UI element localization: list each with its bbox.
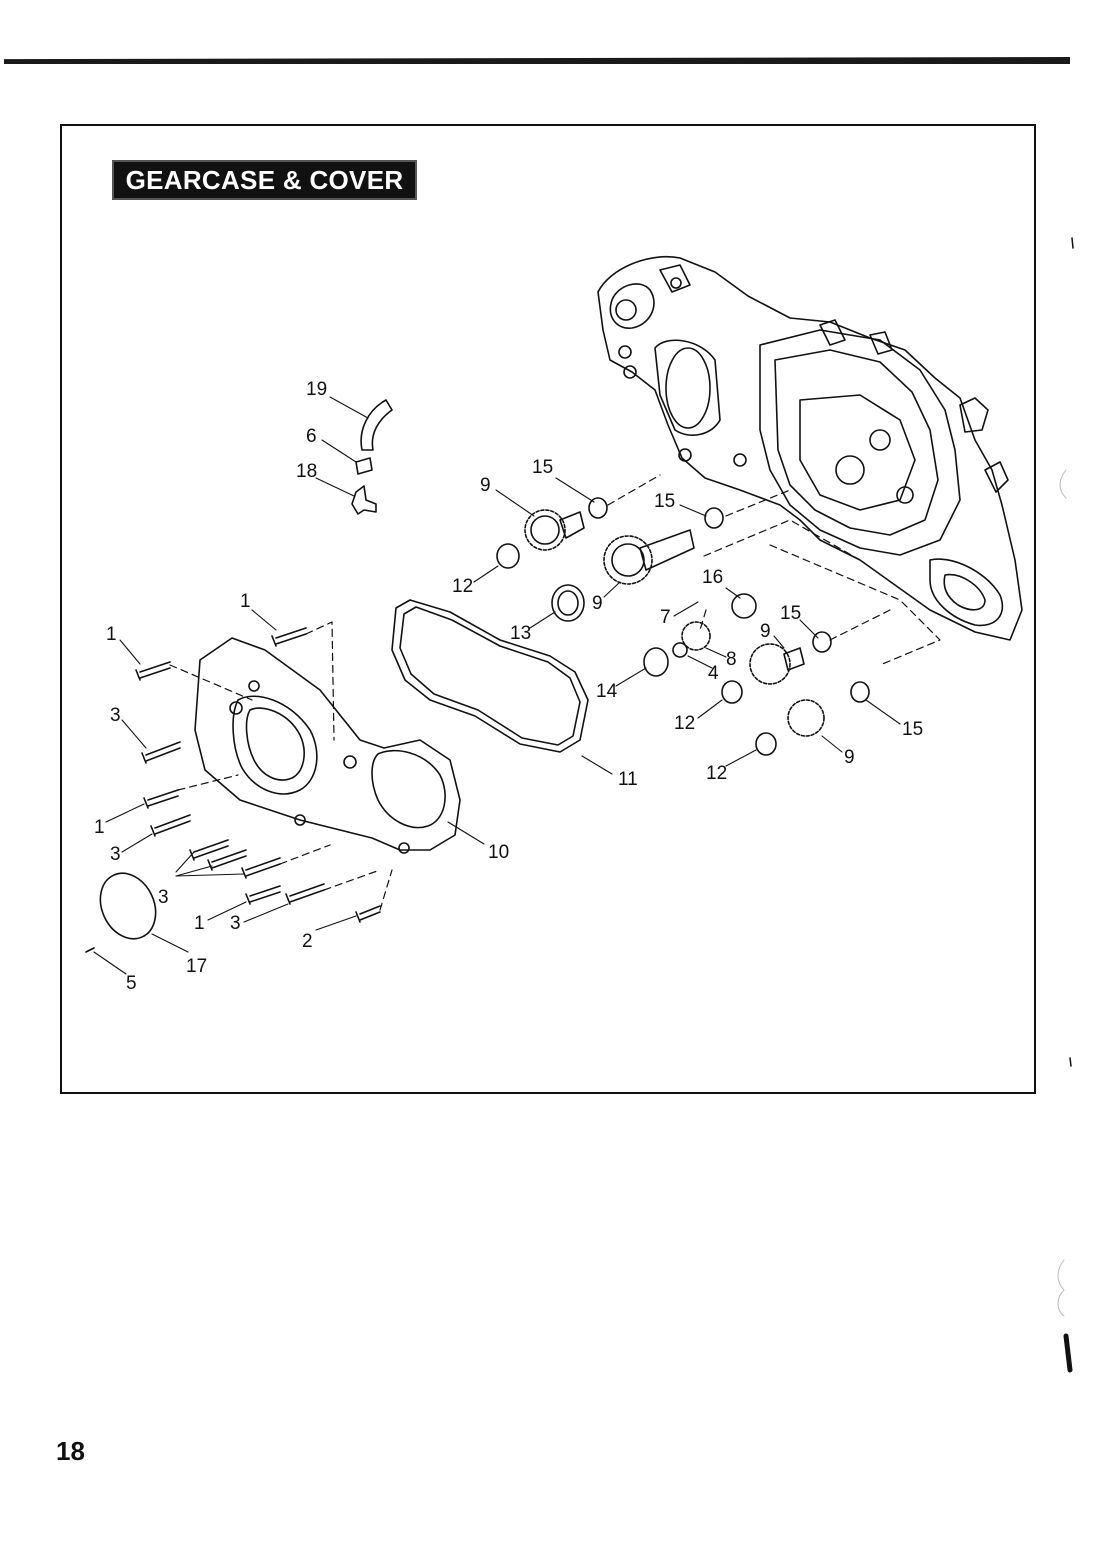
callout-12-b: 12 — [674, 713, 696, 734]
callout-13: 13 — [510, 623, 532, 644]
bolts — [135, 627, 381, 923]
section-title: GEARCASE & COVER — [125, 164, 404, 195]
inspection-cover-part-17 — [99, 872, 157, 940]
fitting-part-18 — [351, 485, 377, 515]
callout-1-b: 1 — [106, 624, 117, 645]
callout-16: 16 — [702, 567, 724, 588]
callout-1-a: 1 — [240, 591, 251, 612]
gasket-part-11-inner — [399, 606, 581, 746]
callout-9-b: 9 — [592, 593, 603, 614]
leader-lines — [93, 396, 901, 975]
callout-1-c: 1 — [94, 817, 105, 838]
diagram-frame — [60, 124, 1036, 1094]
callout-7: 7 — [660, 607, 671, 628]
binder-tick-mark-lower — [1069, 1057, 1072, 1067]
callout-19: 19 — [306, 379, 328, 400]
clamp-part-6 — [355, 457, 373, 475]
callout-9-d: 9 — [844, 747, 855, 768]
callout-3-d: 3 — [230, 913, 241, 934]
callout-15-a: 15 — [532, 457, 554, 478]
callout-15-b: 15 — [654, 491, 676, 512]
callout-17: 17 — [186, 956, 208, 977]
cam-gears — [496, 497, 870, 756]
callout-9-c: 9 — [760, 621, 771, 642]
callout-15-c: 15 — [780, 603, 802, 624]
callout-8: 8 — [726, 649, 737, 670]
callout-3-a: 3 — [110, 705, 121, 726]
callout-11: 11 — [618, 769, 638, 790]
callout-18: 18 — [296, 461, 318, 482]
hose-part-19 — [360, 399, 393, 451]
binder-hole-mark — [1063, 1333, 1073, 1373]
gearcase-cover-part-10 — [194, 637, 461, 854]
callout-12-a: 12 — [452, 576, 474, 597]
callout-3-c: 3 — [158, 887, 169, 908]
callout-10: 10 — [488, 842, 510, 863]
binder-edge-marks — [1057, 469, 1067, 1317]
section-title-banner: GEARCASE & COVER — [112, 160, 417, 200]
callout-14: 14 — [596, 681, 618, 702]
assembly-lines — [169, 474, 941, 911]
callout-2: 2 — [302, 931, 313, 952]
callout-5: 5 — [126, 973, 137, 994]
callout-1-d: 1 — [194, 913, 205, 934]
screw-part-5 — [85, 947, 95, 953]
binder-tick-mark — [1071, 237, 1074, 249]
callout-4: 4 — [708, 663, 719, 684]
callout-6: 6 — [306, 426, 317, 447]
page-number: 18 — [56, 1436, 85, 1466]
callout-9-a: 9 — [480, 475, 491, 496]
gasket-part-11 — [391, 599, 589, 753]
callout-3-b: 3 — [110, 844, 121, 865]
header-rule — [4, 57, 1070, 64]
callout-12-c: 12 — [706, 763, 728, 784]
callout-15-d: 15 — [902, 719, 924, 740]
crankcase-half — [597, 256, 1023, 641]
